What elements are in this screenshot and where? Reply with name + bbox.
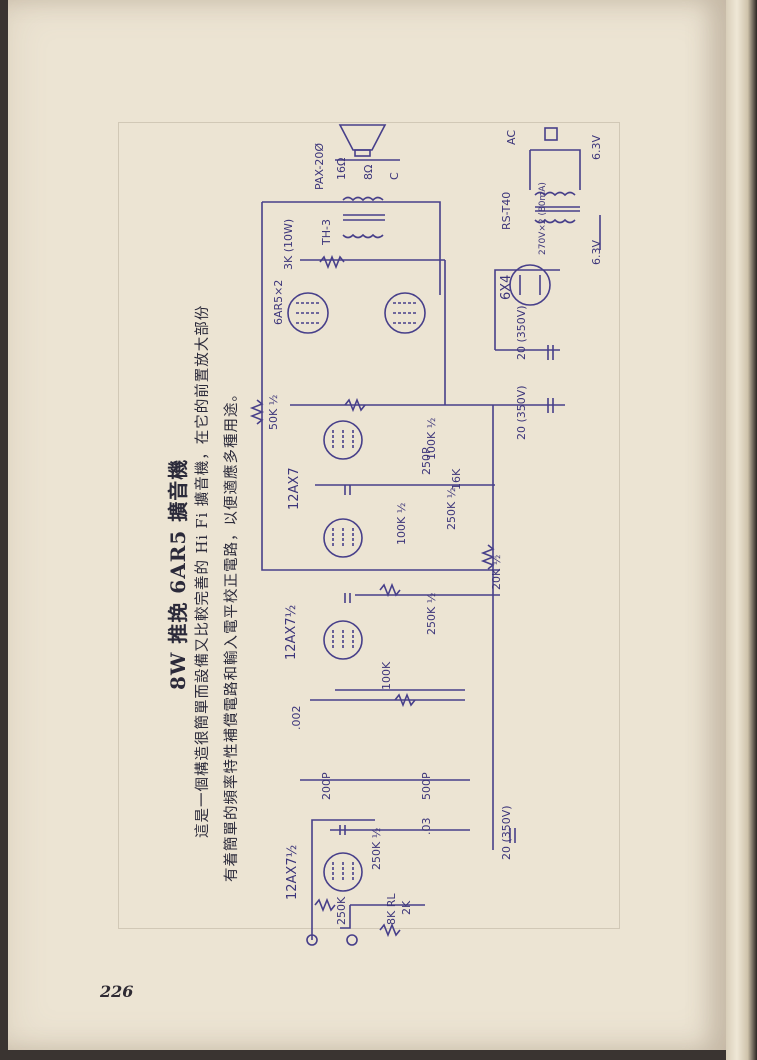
resistor [379, 922, 401, 938]
schem-label: 250K ½ [425, 593, 438, 635]
schem-label: 12AX7 [287, 467, 302, 510]
page-number: 226 [100, 982, 134, 1001]
tube-12ax7-a [323, 420, 363, 460]
ac-plug-icon [544, 127, 558, 141]
schem-label: 2K [400, 900, 413, 915]
schem-label: 50K ½ [267, 395, 280, 430]
tube-6ar5-b [384, 292, 426, 334]
input-jack-icon [346, 934, 358, 946]
schem-label: .03 [420, 818, 433, 836]
resistor [379, 582, 401, 598]
schem-label: PAX-20Ø [313, 143, 326, 190]
top-wire [262, 201, 441, 295]
schem-label: 8K RL [385, 893, 398, 925]
schem-label: 270V×2 (80mA) [538, 182, 548, 255]
schem-label: 6X4 [499, 275, 514, 300]
power-transformer [534, 191, 576, 197]
book-page [8, 0, 726, 1050]
resistor [344, 397, 366, 413]
tube-12ax7-c [323, 620, 363, 660]
schem-label: 250K ½ [370, 828, 383, 870]
tube-12ax7-b [323, 518, 363, 558]
outer-feedback-wire [261, 202, 500, 571]
output-transformer [342, 196, 384, 202]
resistor [480, 544, 496, 570]
book-spine-edge [726, 0, 757, 1060]
schem-label: 250K ½ [445, 488, 458, 530]
schem-label: 6.3V [590, 135, 603, 160]
schem-label: 20K ½ [490, 555, 503, 590]
schem-label: 500P [420, 772, 433, 800]
schem-label: 16K [450, 468, 463, 490]
schem-label: 250P [420, 447, 433, 475]
capacitor [547, 345, 554, 360]
schem-label: 200P [320, 772, 333, 800]
capacitor [344, 485, 351, 495]
tube-6ar5-a [287, 292, 329, 334]
schem-label: 100K ½ [425, 418, 438, 460]
capacitor [339, 825, 346, 835]
capacitor [509, 828, 516, 843]
schem-label: 20 (350V) [515, 385, 528, 440]
schem-label: 100K [380, 661, 393, 690]
schem-label: 16Ω [335, 158, 348, 180]
resistor [249, 399, 265, 425]
speaker-icon [338, 124, 387, 151]
schem-label: .002 [290, 706, 303, 731]
schem-label: AC [505, 130, 518, 145]
tube-6x4 [509, 264, 551, 306]
capacitor [547, 398, 554, 413]
resistor [314, 897, 336, 913]
schem-label: TH-3 [320, 219, 333, 246]
schem-label: 3K (10W) [282, 219, 295, 270]
capacitor [344, 593, 351, 603]
schem-label: 8Ω [362, 165, 375, 180]
schem-label: 6AR5×2 [272, 280, 285, 325]
schem-label: 100K ½ [395, 503, 408, 545]
resistor [319, 254, 345, 270]
schem-label: 20 (350V) [515, 305, 528, 360]
schem-label: RS-T40 [500, 192, 513, 230]
schem-label: C [388, 172, 401, 180]
show-through-frame [118, 122, 620, 929]
resistor [394, 692, 416, 708]
input-jack-icon [306, 934, 318, 946]
schem-label: 250K [335, 896, 348, 925]
schem-label: 12AX7½ [284, 605, 299, 660]
schem-label: 12AX7½ [285, 845, 300, 900]
tube-12ax7-d [323, 852, 363, 892]
schem-label: 20 (350V) [500, 805, 513, 860]
schem-label: 6.3V [590, 240, 603, 265]
